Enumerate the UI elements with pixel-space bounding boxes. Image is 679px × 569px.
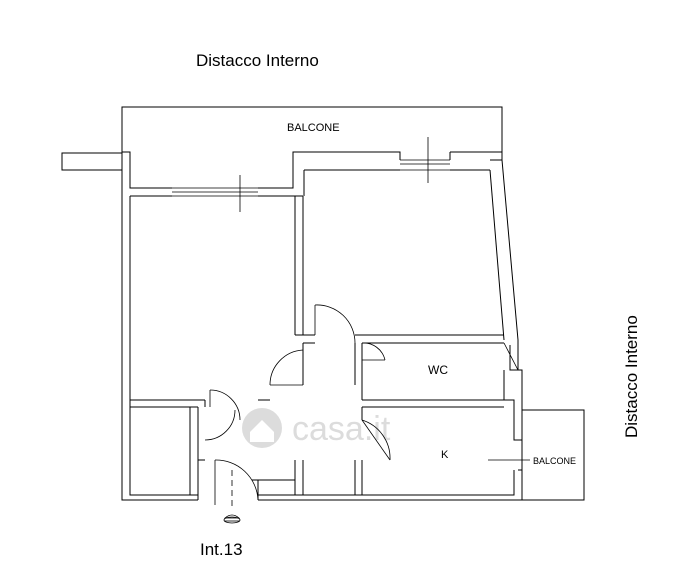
- label-entrance: Int.13: [200, 540, 243, 559]
- door-swing-middle: [269, 349, 304, 386]
- watermark: casa.it: [242, 408, 391, 448]
- door-swing-double: [204, 389, 241, 441]
- label-distacco-top: Distacco Interno: [196, 51, 319, 70]
- door-swing-kitchen: [361, 419, 391, 461]
- window-right: [400, 137, 450, 183]
- label-balcony-right: BALCONE: [533, 456, 576, 466]
- entrance-marker-icon: [223, 516, 241, 524]
- label-distacco-right: Distacco Interno: [622, 315, 641, 438]
- label-kitchen: K: [441, 449, 449, 461]
- label-balcony-top: BALCONE: [287, 122, 340, 134]
- door-swing-upper: [314, 304, 356, 344]
- watermark-text: casa.it: [292, 410, 391, 448]
- label-wc: WC: [428, 363, 448, 377]
- house-icon: [242, 408, 282, 448]
- entrance-door: [214, 459, 259, 522]
- balcony-top: [121, 106, 503, 152]
- window-left: [172, 175, 258, 212]
- door-swing-wc: [361, 342, 386, 361]
- balcony-right: [488, 409, 585, 501]
- door-swing-bedroom-right: [503, 342, 519, 371]
- wall-stub-left: [61, 152, 123, 171]
